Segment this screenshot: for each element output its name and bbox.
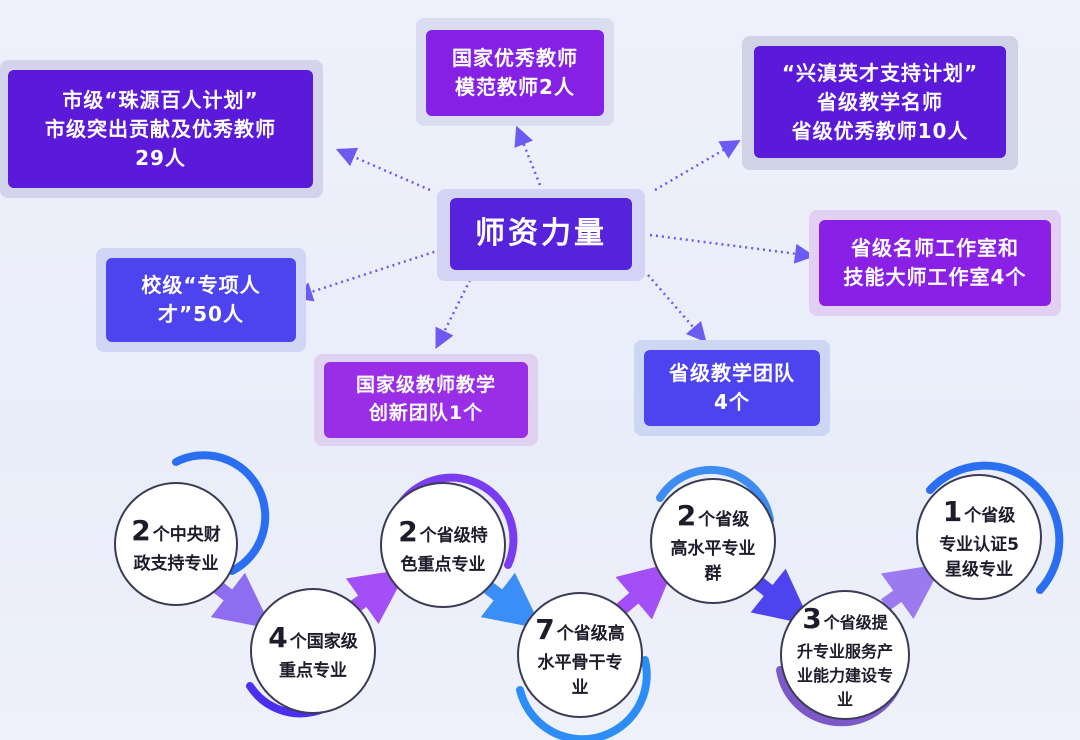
circle-4-line-3: 业	[571, 678, 589, 698]
hub-title: 师资力量	[450, 198, 632, 270]
circle-4-line-2: 水平骨干专	[537, 652, 623, 673]
circle-7-first: 个省级	[964, 505, 1016, 526]
circle-6-line-2: 升专业服务产	[796, 642, 893, 661]
circle-5-first: 个省级	[698, 509, 750, 530]
box-school-talent: 校级“专项人 才”50人	[106, 258, 296, 342]
flow-arrow-5	[750, 568, 812, 626]
box-national-teacher: 国家优秀教师 模范教师2人	[426, 30, 604, 116]
flow-arrow-1	[210, 572, 273, 630]
connector-to-studio	[649, 233, 815, 264]
box-studio-line-2: 技能大师工作室4个	[843, 265, 1027, 289]
flow-arrow-6	[880, 563, 943, 620]
box-innovation-team: 国家级教师教学 创新团队1个	[324, 362, 528, 438]
box-city-line-2: 市级突出贡献及优秀教师	[45, 116, 276, 141]
box-yunnan-line-1: “兴滇英才支持计划”	[781, 60, 979, 85]
connector-to-school-talent	[292, 248, 441, 302]
ring-arc-1	[172, 451, 270, 575]
ring-arc-7	[926, 461, 1064, 594]
circle-6-line-3: 业能力建设专	[796, 666, 893, 685]
circle-2-line-2: 重点专业	[279, 661, 347, 682]
circle-1-line-2: 政支持专业	[133, 554, 219, 575]
box-teaching-team: 省级教学团队 4个	[644, 350, 820, 426]
ring-arc-4	[516, 656, 651, 740]
ring-arc-5	[656, 465, 774, 524]
circle-6-number: 3	[802, 602, 822, 635]
circle-3-first: 个省级特	[419, 526, 488, 547]
circle-5-number: 2	[676, 498, 697, 532]
box-yunnan-talent: “兴滇英才支持计划” 省级教学名师 省级优秀教师10人	[754, 46, 1006, 158]
circle-5-line-2: 高水平专业	[670, 538, 756, 559]
box-innovation-line-2: 创新团队1个	[368, 402, 484, 424]
circle-2-first: 个国家级	[289, 632, 358, 653]
flow-arrow-4	[615, 561, 677, 620]
circle-1-number: 2	[131, 514, 151, 548]
box-city-line-1: 市级“珠源百人计划”	[62, 87, 259, 112]
flow-arrow-3	[480, 572, 543, 630]
circle-5-line-3: 群	[704, 564, 722, 584]
box-city-line-3: 29人	[135, 145, 186, 170]
box-studio-line-1: 省级名师工作室和	[851, 236, 1019, 260]
circle-7-number: 1	[942, 494, 963, 528]
circle-6-line-4: 业	[836, 690, 853, 709]
box-studio: 省级名师工作室和 技能大师工作室4个	[819, 220, 1051, 306]
box-teaching-line-1: 省级教学团队	[669, 361, 795, 385]
circle-4-first: 个省级高	[556, 623, 625, 644]
hub-label: 师资力量	[475, 216, 607, 252]
circle-4-number: 7	[535, 612, 555, 646]
connector-to-innovation-team	[435, 279, 472, 349]
box-city-talent: 市级“珠源百人计划” 市级突出贡献及优秀教师 29人	[8, 70, 313, 188]
circle-3-number: 2	[398, 515, 418, 549]
circle-6-first: 个省级提	[823, 613, 888, 632]
circle-7-line-2: 专业认证5	[939, 534, 1019, 555]
circle-3-line-2: 色重点专业	[400, 555, 486, 576]
box-school-line-1: 校级“专项人	[141, 273, 261, 297]
box-yunnan-line-2: 省级教学名师	[817, 89, 943, 114]
circle-7-line-3: 星级专业	[945, 560, 1013, 580]
box-national-line-1: 国家优秀教师	[452, 46, 578, 70]
connector-to-teaching-team	[647, 274, 707, 343]
box-innovation-line-1: 国家级教师教学	[355, 374, 496, 397]
box-teaching-line-2: 4个	[714, 390, 750, 414]
circle-2-number: 4	[268, 621, 288, 655]
circle-1-first: 个中央财	[152, 525, 221, 546]
box-national-line-2: 模范教师2人	[455, 75, 575, 99]
box-yunnan-line-3: 省级优秀教师10人	[791, 118, 969, 143]
box-school-line-2: 才”50人	[158, 302, 244, 326]
